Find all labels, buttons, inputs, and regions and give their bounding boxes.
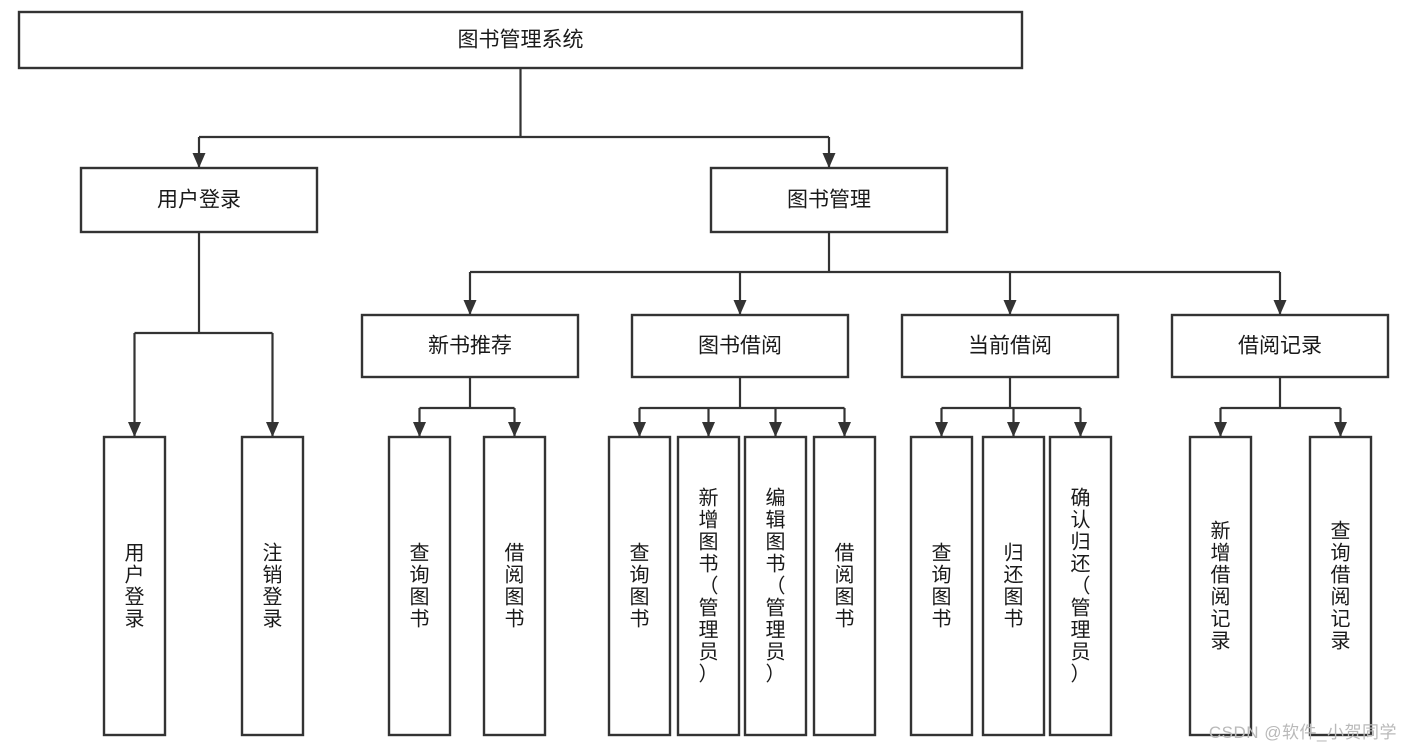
arrow-head-icon <box>192 153 206 168</box>
node-root[interactable]: 图书管理系统 <box>17 10 1024 70</box>
node-new-book-rec[interactable]: 新书推荐 <box>360 313 580 379</box>
node-box <box>909 435 974 737</box>
node-book-manage[interactable]: 图书管理 <box>709 166 949 234</box>
arrow-head-icon <box>702 422 715 437</box>
arrow-head-icon <box>769 422 782 437</box>
node-box <box>607 435 672 737</box>
node-label: 注销登录 <box>263 542 283 631</box>
node-label: 查询图书 <box>932 542 952 631</box>
node-label: 确认归还（管理员） <box>1071 487 1091 686</box>
arrow-head-icon <box>1214 422 1227 437</box>
node-box <box>1308 435 1373 737</box>
arrow-head-icon <box>1003 300 1017 315</box>
node-box <box>630 313 850 379</box>
arrow-head-icon <box>413 422 426 437</box>
node-label: 新增图书（管理员） <box>699 487 719 686</box>
node-layer: 图书管理系统用户登录图书管理新书推荐图书借阅当前借阅借阅记录用户登录注销登录查询… <box>17 10 1390 737</box>
arrow-head-icon <box>1273 300 1287 315</box>
node-label: 查询借阅记录 <box>1331 520 1351 653</box>
node-box <box>360 313 580 379</box>
node-leaf-confirm-return[interactable]: 确认归还（管理员） <box>1048 435 1113 737</box>
watermark-label: CSDN @软件_小贺同学 <box>1208 723 1397 742</box>
node-box <box>676 435 741 737</box>
arrow-head-icon <box>1074 422 1087 437</box>
node-label: 用户登录 <box>157 189 241 212</box>
node-leaf-query-record[interactable]: 查询借阅记录 <box>1308 435 1373 737</box>
node-box <box>240 435 305 737</box>
node-leaf-edit-book[interactable]: 编辑图书（管理员） <box>743 435 808 737</box>
node-box <box>743 435 808 737</box>
node-leaf-query-book-1[interactable]: 查询图书 <box>387 435 452 737</box>
node-label: 图书管理系统 <box>458 29 584 52</box>
node-leaf-borrow-book-1[interactable]: 借阅图书 <box>482 435 547 737</box>
node-label: 编辑图书（管理员） <box>766 487 786 686</box>
arrow-head-icon <box>633 422 646 437</box>
node-leaf-return-book[interactable]: 归还图书 <box>981 435 1046 737</box>
node-box <box>981 435 1046 737</box>
arrow-head-icon <box>935 422 948 437</box>
node-leaf-add-record[interactable]: 新增借阅记录 <box>1188 435 1253 737</box>
node-box <box>1188 435 1253 737</box>
node-leaf-query-book-3[interactable]: 查询图书 <box>909 435 974 737</box>
arrow-head-icon <box>822 153 836 168</box>
node-box <box>812 435 877 737</box>
node-box <box>79 166 319 234</box>
node-leaf-user-login[interactable]: 用户登录 <box>102 435 167 737</box>
node-label: 借阅图书 <box>835 542 855 631</box>
arrow-head-icon <box>463 300 477 315</box>
arrow-head-icon <box>733 300 747 315</box>
node-label: 归还图书 <box>1004 542 1024 631</box>
node-box <box>709 166 949 234</box>
node-box <box>387 435 452 737</box>
arrow-head-icon <box>1334 422 1347 437</box>
node-leaf-borrow-book-2[interactable]: 借阅图书 <box>812 435 877 737</box>
node-leaf-query-book-2[interactable]: 查询图书 <box>607 435 672 737</box>
node-box <box>900 313 1120 379</box>
node-label: 借阅图书 <box>505 542 525 631</box>
node-box <box>1170 313 1390 379</box>
node-box <box>482 435 547 737</box>
node-box <box>17 10 1024 70</box>
node-current-borrow[interactable]: 当前借阅 <box>900 313 1120 379</box>
node-leaf-add-book[interactable]: 新增图书（管理员） <box>676 435 741 737</box>
node-label: 查询图书 <box>630 542 650 631</box>
node-label: 新书推荐 <box>428 335 512 358</box>
arrow-head-icon <box>128 422 141 437</box>
node-label: 查询图书 <box>410 542 430 631</box>
arrow-head-icon <box>1007 422 1020 437</box>
node-box <box>102 435 167 737</box>
node-label: 图书管理 <box>787 189 871 212</box>
node-label: 借阅记录 <box>1238 335 1322 358</box>
node-book-borrow[interactable]: 图书借阅 <box>630 313 850 379</box>
arrow-head-icon <box>266 422 279 437</box>
node-label: 用户登录 <box>125 543 145 631</box>
node-label: 当前借阅 <box>968 335 1052 358</box>
node-label: 新增借阅记录 <box>1211 520 1231 653</box>
node-leaf-logout-login[interactable]: 注销登录 <box>240 435 305 737</box>
node-box <box>1048 435 1113 737</box>
arrow-head-icon <box>838 422 851 437</box>
connector-layer <box>128 68 1347 437</box>
arrow-head-icon <box>508 422 521 437</box>
node-label: 图书借阅 <box>698 335 782 358</box>
node-user-login[interactable]: 用户登录 <box>79 166 319 234</box>
node-borrow-record[interactable]: 借阅记录 <box>1170 313 1390 379</box>
